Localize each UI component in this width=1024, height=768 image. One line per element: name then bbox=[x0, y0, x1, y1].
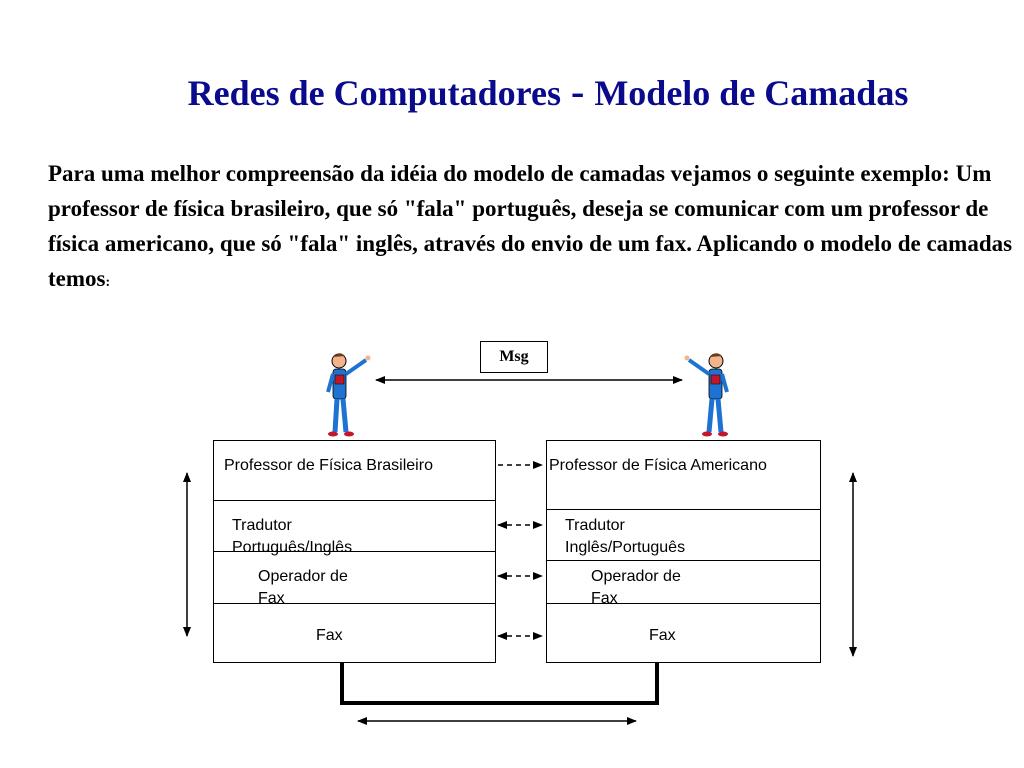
right-layer-fax: Fax bbox=[649, 627, 676, 644]
right-layer-operator-2: Fax bbox=[591, 590, 618, 607]
right-layer-row-3 bbox=[547, 561, 820, 604]
right-layer-professor: Professor de Física Americano bbox=[549, 457, 767, 474]
intro-paragraph: Para uma melhor compreensão da idéia do … bbox=[48, 156, 1024, 300]
brazilian-professor-figure bbox=[326, 353, 371, 437]
right-layer-stack bbox=[546, 440, 821, 663]
left-layer-operator-2: Fax bbox=[258, 590, 285, 607]
american-professor-figure bbox=[684, 353, 729, 437]
right-layer-row-2 bbox=[547, 510, 820, 561]
message-label: Msg bbox=[480, 341, 548, 373]
page-title: Redes de Computadores-Modelo de Camadas bbox=[0, 68, 1024, 115]
left-layer-fax: Fax bbox=[316, 627, 343, 644]
left-layer-operator-1: Operador de bbox=[258, 568, 348, 585]
title-sub: Modelo de Camadas bbox=[594, 73, 909, 113]
right-layer-translator-1: Tradutor bbox=[565, 517, 625, 534]
title-dash: - bbox=[571, 69, 585, 114]
right-layer-translator-2: Inglês/Português bbox=[565, 539, 686, 556]
intro-text: Para uma melhor compreensão da idéia do … bbox=[48, 161, 1013, 291]
left-layer-translator-2: Português/Inglês bbox=[232, 539, 353, 556]
left-layer-stack bbox=[213, 440, 496, 663]
left-layer-row-2 bbox=[214, 501, 495, 552]
left-layer-translator-1: Tradutor bbox=[232, 517, 292, 534]
left-layer-row-3 bbox=[214, 552, 495, 604]
title-main: Redes de Computadores bbox=[187, 73, 561, 113]
intro-colon: : bbox=[105, 275, 111, 290]
right-layer-row-1 bbox=[547, 441, 820, 510]
right-layer-operator-1: Operador de bbox=[591, 568, 681, 585]
physical-link bbox=[340, 662, 659, 705]
left-layer-row-1 bbox=[214, 441, 495, 501]
left-layer-professor: Professor de Física Brasileiro bbox=[224, 457, 433, 474]
